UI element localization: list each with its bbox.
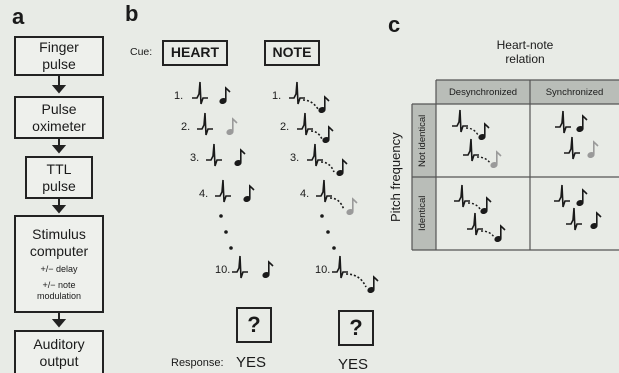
row-axis-label: Pitch frequency — [388, 132, 403, 222]
flowchart-arrows — [51, 75, 67, 328]
cue-heart-box: HEART — [162, 40, 228, 66]
flow-box-finger-pulse: Finger pulse — [14, 36, 104, 76]
trial-number: 3. — [290, 152, 300, 164]
cell-desync-not-identical — [451, 109, 502, 170]
flow-note: +/− delay — [40, 264, 78, 274]
flow-box-ttl-pulse: TTL pulse — [25, 156, 93, 199]
flow-text: computer — [29, 243, 89, 259]
trial-number: 10. — [215, 264, 231, 276]
ellipsis-dots-heart — [219, 214, 233, 250]
flow-box-stimulus-computer: Stimulus computer +/− delay +/− note mod… — [14, 215, 104, 313]
trial-number: 1. — [272, 90, 282, 102]
matrix-title-line: Heart-note — [496, 38, 554, 52]
note-trial-4 — [315, 179, 358, 217]
flow-text: Auditory — [33, 335, 85, 352]
flow-note: +/− note — [42, 280, 76, 290]
note-trial-10 — [331, 255, 379, 295]
flow-note: modulation — [36, 291, 82, 301]
flow-text: pulse — [42, 177, 76, 194]
ellipsis-dots-note — [320, 214, 336, 250]
trial-number: 4. — [300, 188, 310, 200]
arrow-head — [51, 85, 67, 94]
flow-text: TTL — [46, 160, 72, 177]
arrow-head — [51, 319, 67, 328]
row-header-not-identical: Not identical — [417, 114, 428, 167]
arrow-head — [51, 145, 67, 154]
trial-number: 2. — [280, 121, 290, 133]
flow-text: Pulse — [41, 100, 77, 117]
flow-text: output — [39, 352, 79, 369]
response-heart: YES — [236, 354, 267, 371]
cell-desync-identical — [453, 184, 506, 244]
panel-a-label: a — [12, 4, 25, 29]
question-box-note: ? — [338, 310, 374, 346]
flow-box-pulse-oximeter: Pulse oximeter — [14, 96, 104, 139]
header-row-bg — [436, 80, 619, 104]
flow-text: oximeter — [32, 117, 86, 134]
row-header-identical: Identical — [417, 195, 428, 232]
flow-text: Finger — [39, 39, 79, 55]
note-trial-2 — [296, 112, 334, 145]
trial-number: 4. — [199, 188, 209, 200]
matrix-title-line: relation — [505, 52, 545, 66]
cell-sync-identical — [553, 184, 602, 231]
flow-box-auditory-output: Auditory output — [14, 330, 104, 373]
cue-label: Cue: — [130, 46, 153, 58]
question-box-heart: ? — [236, 307, 272, 343]
cell-sync-not-identical — [554, 110, 599, 160]
arrow-head — [51, 205, 67, 214]
note-trial-1 — [288, 81, 330, 115]
response-note: YES — [338, 356, 369, 373]
trial-number: 1. — [174, 90, 184, 102]
matrix-title: Heart-note relation — [466, 38, 584, 66]
flow-text: Stimulus — [32, 226, 86, 242]
panel-c-label: c — [388, 12, 401, 37]
response-label: Response: — [171, 357, 224, 369]
col-header-synchronized: Synchronized — [545, 87, 604, 98]
flow-text: pulse — [42, 56, 76, 72]
panel-b-label: b — [125, 1, 139, 26]
cue-note-box: NOTE — [264, 40, 320, 66]
trial-number: 3. — [190, 152, 200, 164]
trial-number: 10. — [315, 264, 331, 276]
trial-number: 2. — [181, 121, 191, 133]
col-header-desynchronized: Desynchronized — [448, 87, 518, 98]
note-trial-3 — [306, 143, 348, 178]
